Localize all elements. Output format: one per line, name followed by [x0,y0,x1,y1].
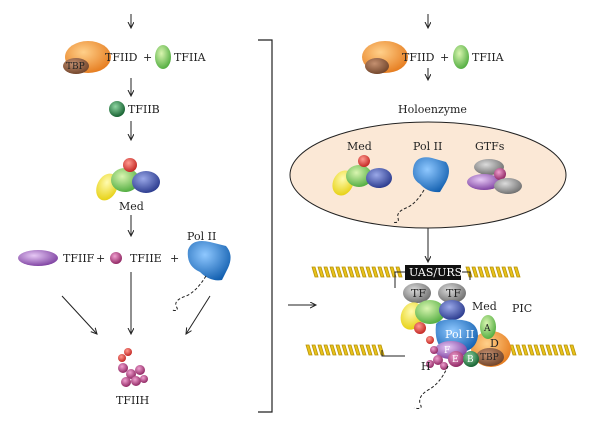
tbp-label: TBP [66,62,85,72]
dna-upper [311,266,521,278]
pol2-label: Pol II [187,230,216,243]
tfiih-letter: H [421,360,431,373]
pic-pol2-label: Pol II [445,328,474,341]
tfiia-letter: A [483,324,491,334]
holo-pol2-shape [412,157,449,193]
tfiid-label: TFIID [105,51,138,64]
tbp-shape [365,58,389,74]
tfiie-shape [110,252,122,264]
tfiia-label: TFIIA [174,51,207,64]
tf-1-shape [403,283,431,303]
dna-loop-bottom [381,350,405,357]
pic-label: PIC [512,302,532,315]
right-pathway: TFIID + TFIIA Holoenzyme Med Pol II GTFs [289,14,577,409]
left-pathway: TBP TFIID + TFIIA TFIIB Med TFIIF + TFII… [18,14,231,407]
tfiib-shape [109,101,125,117]
pic-complex [400,300,511,370]
dna-loop-right [462,271,471,280]
tfiia-shape [453,45,469,69]
holo-mediator [332,155,392,196]
tfiid-letter: D [490,337,499,350]
gtfs-label: GTFs [475,140,505,153]
dna-loop-left [394,271,405,288]
arrow-tfiif-to-tfiih [61,295,97,334]
bracket-divider [258,39,273,413]
tfiia-label: TFIIA [472,51,505,64]
tfiif-label: TFIIF [63,252,95,265]
med-green-shape [111,168,139,192]
tfiib-label: TFIIB [128,103,160,116]
tf-2-label: TF [446,287,461,300]
tfiie-label: TFIIE [130,252,162,265]
tfiih-shape [118,348,148,387]
tbp-shape [63,58,89,74]
tfiif-letter: F [444,346,450,356]
pol2-shape [187,241,231,281]
arrow-pol2-to-tfiih [186,295,211,334]
tfiia-shape [155,45,171,69]
pic-rna-tail [413,365,449,409]
tfiif-shape [18,250,58,266]
holo-med-label: Med [347,140,372,153]
tfiie-letter: E [452,355,459,365]
holoenzyme-label: Holoenzyme [398,103,467,116]
tfiib-letter: B [467,355,474,365]
med-navy-shape [132,171,160,193]
tf-1-label: TF [411,287,426,300]
plus-sign: + [143,51,152,64]
holo-pol2-label: Pol II [413,140,442,153]
pic-med-label: Med [472,300,497,313]
tbp-letter: TBP [480,353,499,363]
uas-urs-label: UAS/URS [409,266,462,279]
plus-sign: + [96,252,105,265]
uas-urs-box [405,265,461,280]
plus-sign: + [440,51,449,64]
med-label: Med [119,200,144,213]
med-red-shape [123,158,137,172]
rna-tail [171,275,207,311]
holo-gtfs [467,159,522,194]
tf-2-shape [438,283,466,303]
dna-lower [305,344,577,356]
tfiih-label: TFIIH [116,394,149,407]
plus-sign: + [170,252,179,265]
tfiid-label: TFIID [402,51,435,64]
